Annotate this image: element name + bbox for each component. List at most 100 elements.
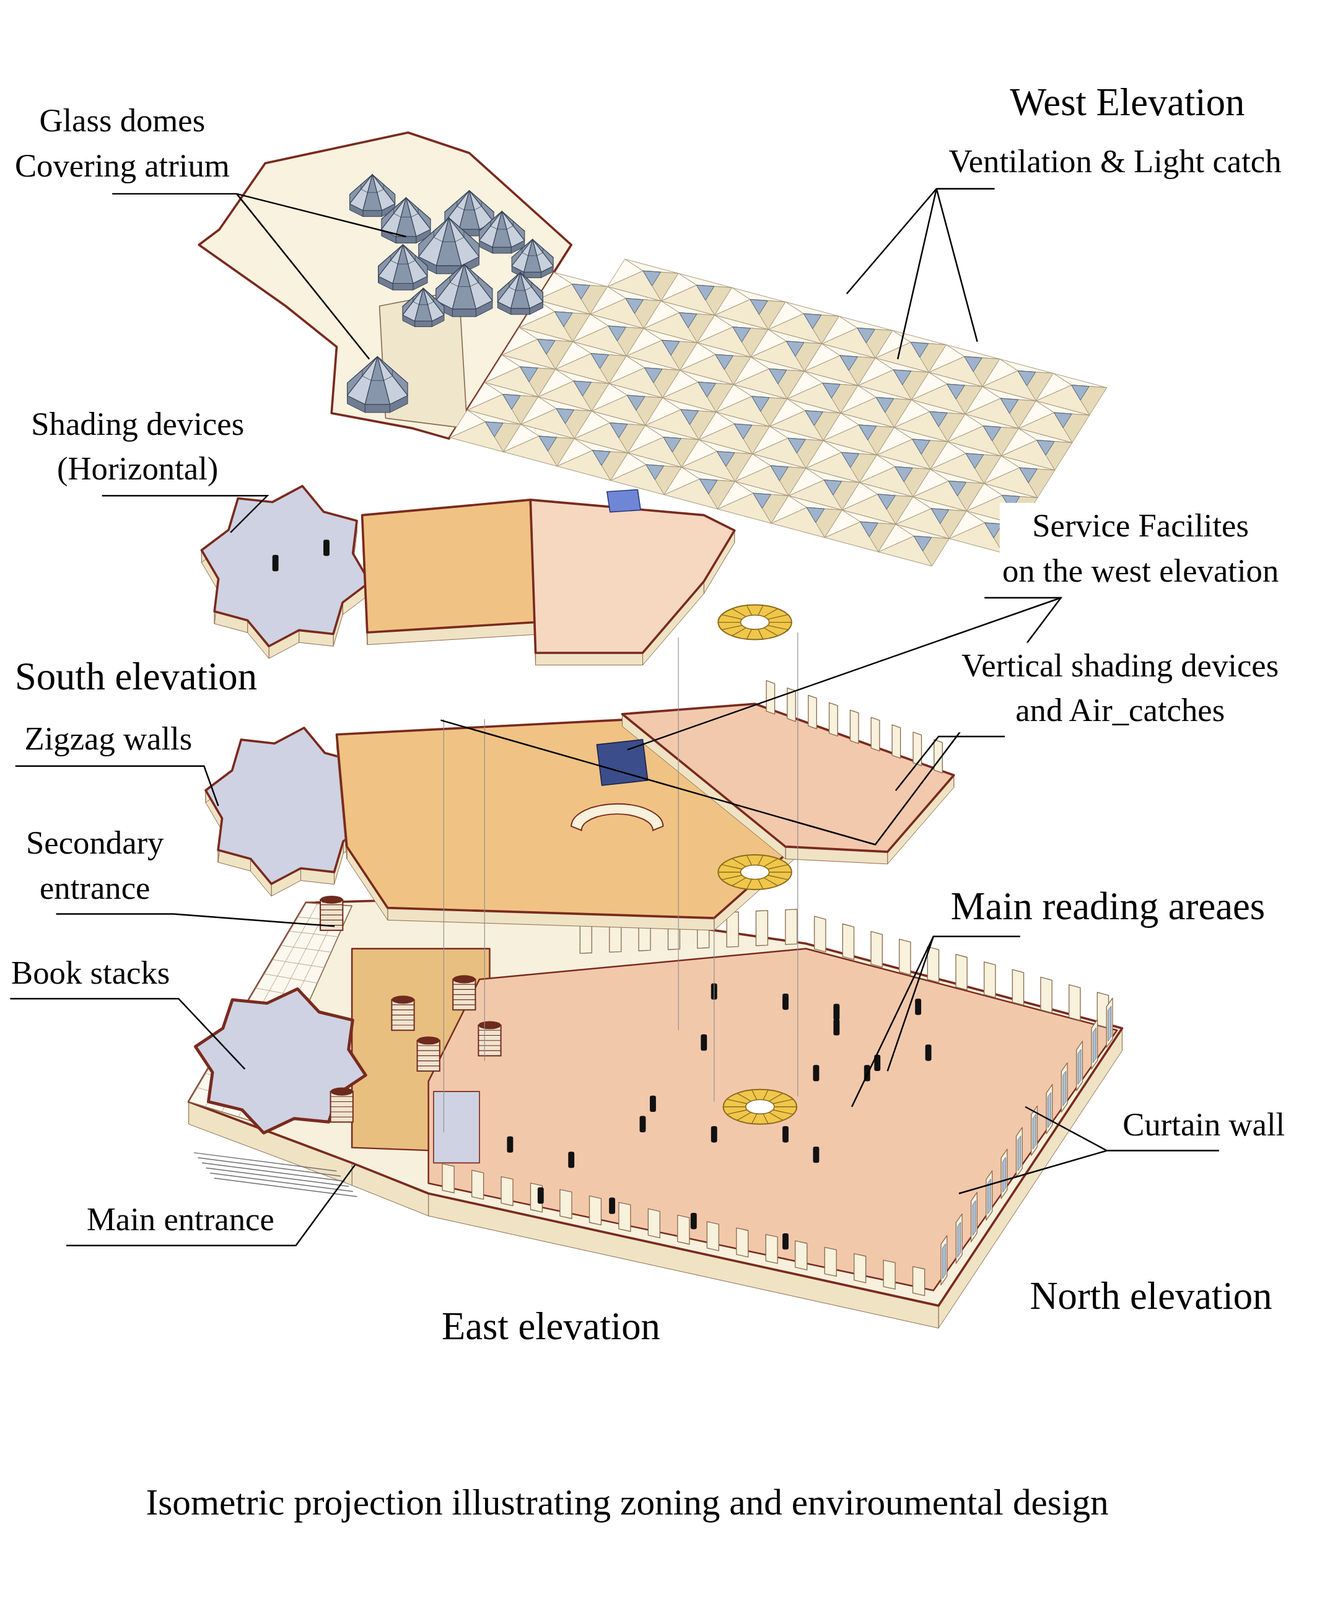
- catch-face: [555, 341, 591, 370]
- shading-fin: [955, 1214, 963, 1264]
- catch-glass: [857, 327, 875, 343]
- catch-glass: [625, 298, 644, 314]
- core-top: [330, 1087, 354, 1096]
- dome-mullion: [361, 369, 363, 377]
- core-hatch: [330, 1101, 354, 1103]
- stair-step: [769, 871, 792, 873]
- shading-fin: [1076, 1041, 1083, 1091]
- column: [711, 1126, 718, 1143]
- catch-glass: [806, 507, 824, 523]
- dome-drum: [395, 236, 417, 244]
- shading-fin: [706, 1221, 719, 1251]
- callout-label: Secondary entrance: [22, 820, 167, 911]
- glass-dome: [497, 272, 543, 315]
- dome-mullion: [509, 287, 517, 291]
- column: [506, 1136, 513, 1153]
- stair-step: [717, 621, 741, 623]
- catch-glass: [626, 395, 645, 411]
- catch-face: [824, 509, 860, 538]
- catch-face: [573, 314, 609, 342]
- catch-face: [928, 345, 964, 373]
- dome-mullion: [455, 237, 464, 242]
- core-hatch: [452, 994, 476, 995]
- core-hatch: [391, 1024, 414, 1026]
- entrance-step: [206, 1168, 350, 1187]
- shading-fin: [1016, 1127, 1023, 1177]
- shading-fin: [971, 1192, 978, 1243]
- dome-mullion: [361, 188, 368, 193]
- catch-glass: [556, 408, 574, 424]
- catch-face: [949, 511, 985, 539]
- catch-glass: [1071, 385, 1090, 401]
- catch-glass: [609, 423, 627, 438]
- shading-fin: [766, 680, 775, 715]
- shading-fin: [560, 1189, 572, 1219]
- catch-face: [628, 425, 664, 453]
- core-hatch: [320, 904, 343, 906]
- core-hatch: [417, 1050, 440, 1052]
- dome-mullion: [449, 282, 458, 287]
- catch-face: [680, 342, 716, 370]
- catch-glass: [841, 452, 859, 468]
- alignment-guide: [443, 719, 445, 1133]
- stair-step: [721, 864, 743, 870]
- dome-mullion: [393, 213, 402, 218]
- catch-face: [681, 439, 717, 468]
- catch-glass: [678, 312, 697, 328]
- stair-step: [768, 1093, 784, 1102]
- roof-slab: [198, 132, 572, 439]
- stair-core: [740, 864, 770, 880]
- catch-glass: [734, 423, 752, 439]
- shading-fin: [765, 1234, 778, 1264]
- core-hatch: [478, 1050, 501, 1052]
- catch-glass: [770, 465, 788, 481]
- entrance-step: [214, 1178, 358, 1197]
- stair-step: [737, 1112, 752, 1121]
- catch-glass: [643, 270, 661, 286]
- dome-mullion: [463, 231, 464, 238]
- core-hatch: [330, 1111, 354, 1112]
- stair-step: [726, 1110, 748, 1115]
- catch-face: [735, 454, 771, 482]
- core-hatch: [391, 1004, 414, 1006]
- dome-drum: [363, 210, 382, 217]
- service-core: [417, 1036, 440, 1072]
- catch-glass: [538, 436, 557, 451]
- core-top: [417, 1036, 440, 1045]
- dome-mullion: [377, 188, 385, 193]
- leader-line: [958, 1150, 1107, 1194]
- column: [690, 1212, 697, 1230]
- stair-ring: [717, 605, 792, 640]
- book-stack-room: [195, 988, 367, 1134]
- catch-glass: [964, 356, 982, 372]
- callout-label: East elevation: [438, 1299, 664, 1353]
- stair-step: [767, 864, 788, 870]
- shading-fin: [677, 1215, 690, 1245]
- catch-glass: [768, 368, 787, 384]
- core-hatch: [330, 1096, 354, 1098]
- stair-core: [745, 1099, 775, 1114]
- catch-glass: [1017, 371, 1036, 386]
- shading-fin: [955, 954, 967, 991]
- dome-mullion: [463, 209, 474, 211]
- leader-line: [897, 188, 937, 360]
- dome-facet: [363, 174, 382, 211]
- catch-face: [590, 286, 626, 315]
- curtain-glass: [1063, 1071, 1067, 1106]
- catch-glass: [753, 493, 771, 508]
- stair-core: [740, 615, 770, 630]
- catch-face: [982, 359, 1018, 387]
- stair-step: [721, 625, 743, 631]
- dome-drum: [392, 283, 414, 290]
- catch-face: [591, 383, 627, 411]
- column: [700, 1034, 707, 1051]
- core-hatch: [478, 1035, 501, 1036]
- shading-fin: [913, 1266, 925, 1296]
- spiral-stair: [717, 854, 792, 890]
- catch-glass: [608, 325, 626, 341]
- catch-face: [752, 426, 788, 454]
- callout-label: South elevation: [11, 649, 261, 704]
- stair-step: [737, 1093, 752, 1102]
- shading-fin: [984, 962, 996, 998]
